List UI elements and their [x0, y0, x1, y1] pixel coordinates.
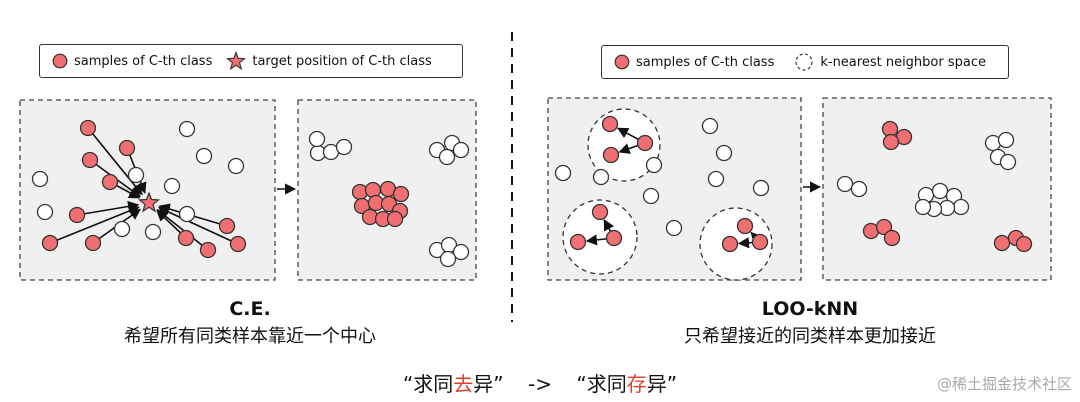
other-class-sample: [227, 157, 245, 175]
class-sample: [875, 218, 893, 236]
class-sample: [177, 229, 195, 247]
other-class-sample: [715, 144, 733, 162]
class-sample: [882, 133, 900, 151]
ce-before-panel: [19, 99, 276, 281]
other-class-sample: [452, 141, 470, 159]
slogan-highlight-2: 存: [626, 372, 647, 396]
other-class-sample: [439, 250, 457, 268]
other-class-sample: [707, 170, 725, 188]
legend-entry-samples: samples of C-th class: [614, 54, 774, 70]
other-class-sample: [113, 220, 131, 238]
other-class-sample: [850, 180, 868, 198]
other-class-sample: [952, 198, 970, 216]
class-sample: [199, 241, 217, 259]
class-sample: [79, 119, 97, 137]
other-class-sample: [997, 131, 1015, 149]
ce-title: C.E.: [229, 298, 271, 320]
slogan-highlight-1: 去: [453, 372, 474, 396]
other-class-sample: [752, 179, 770, 197]
class-sample: [601, 115, 619, 133]
other-class-sample: [554, 164, 572, 182]
legend-entry-neighbor-space: k-nearest neighbor space: [794, 52, 986, 72]
class-sample: [68, 206, 86, 224]
other-class-sample: [836, 175, 854, 193]
other-class-sample: [701, 117, 719, 135]
other-class-sample: [914, 198, 932, 216]
class-sample: [84, 234, 102, 252]
legend-samples-label: samples of C-th class: [636, 54, 775, 70]
knn-legend: samples of C-th class k-nearest neighbor…: [601, 45, 1009, 79]
ce-subtitle: 希望所有同类样本靠近一个中心: [124, 326, 376, 347]
class-sample: [605, 229, 623, 247]
class-sample: [636, 134, 654, 152]
dashed-circle-icon: [795, 53, 813, 71]
other-class-sample: [931, 182, 949, 200]
other-class-sample: [178, 205, 196, 223]
other-class-sample: [438, 148, 456, 166]
legend-entry-target: target position of C-th class: [226, 51, 432, 71]
legend-samples-label: samples of C-th class: [74, 53, 213, 69]
class-sample: [41, 234, 59, 252]
slogan-part-1: “求同: [402, 372, 454, 396]
legend-neighbor-label: k-nearest neighbor space: [820, 54, 986, 70]
other-class-sample: [144, 223, 162, 241]
pull-arrow: [157, 206, 239, 245]
sample-dot-icon: [614, 54, 630, 70]
other-class-sample: [36, 203, 54, 221]
pull-arrow: [87, 127, 143, 196]
bottom-slogan: “求同去异” -> “求同存异”: [0, 368, 1080, 397]
other-class-sample: [452, 243, 470, 261]
class-sample: [81, 151, 99, 169]
knn-subtitle: 只希望接近的同类样本更加接近: [684, 326, 936, 347]
watermark: @稀土掘金技术社区: [936, 375, 1072, 393]
other-class-sample: [642, 187, 660, 205]
class-sample: [101, 173, 119, 191]
slogan-arrow: ->: [528, 372, 552, 396]
class-sample: [751, 233, 769, 251]
other-class-sample: [592, 168, 610, 186]
slogan-part-2: “求同: [576, 372, 627, 396]
class-sample: [118, 139, 136, 157]
neighbor-space-circle: [562, 199, 638, 275]
other-class-sample: [665, 219, 683, 237]
sample-dot-icon: [52, 53, 68, 69]
slogan-part-2-close: 异”: [646, 372, 678, 396]
target-star: [137, 191, 161, 213]
class-sample: [993, 234, 1011, 252]
other-class-sample: [645, 156, 663, 174]
legend-entry-samples: samples of C-th class: [52, 53, 212, 69]
other-class-sample: [999, 153, 1017, 171]
other-class-sample: [195, 147, 213, 165]
pull-arrow: [49, 205, 140, 244]
class-sample: [591, 203, 609, 221]
class-sample: [1015, 235, 1033, 253]
class-sample: [569, 233, 587, 251]
other-class-sample: [31, 170, 49, 188]
class-sample: [736, 217, 754, 235]
slogan-part-1-close: 异”: [473, 372, 504, 396]
class-sample: [386, 210, 404, 228]
class-sample: [392, 185, 410, 203]
class-sample: [229, 235, 247, 253]
other-class-sample: [308, 130, 326, 148]
knn-title: LOO-kNN: [761, 298, 859, 320]
ce-legend: samples of C-th class target position of…: [39, 44, 463, 78]
other-class-sample: [127, 166, 145, 184]
other-class-sample: [163, 177, 181, 195]
other-class-sample: [335, 138, 353, 156]
target-star-icon: [226, 51, 247, 71]
class-sample: [883, 229, 901, 247]
other-class-sample: [178, 120, 196, 138]
legend-target-label: target position of C-th class: [252, 53, 432, 69]
class-sample: [218, 217, 236, 235]
class-sample: [602, 146, 620, 164]
class-sample: [721, 235, 739, 253]
